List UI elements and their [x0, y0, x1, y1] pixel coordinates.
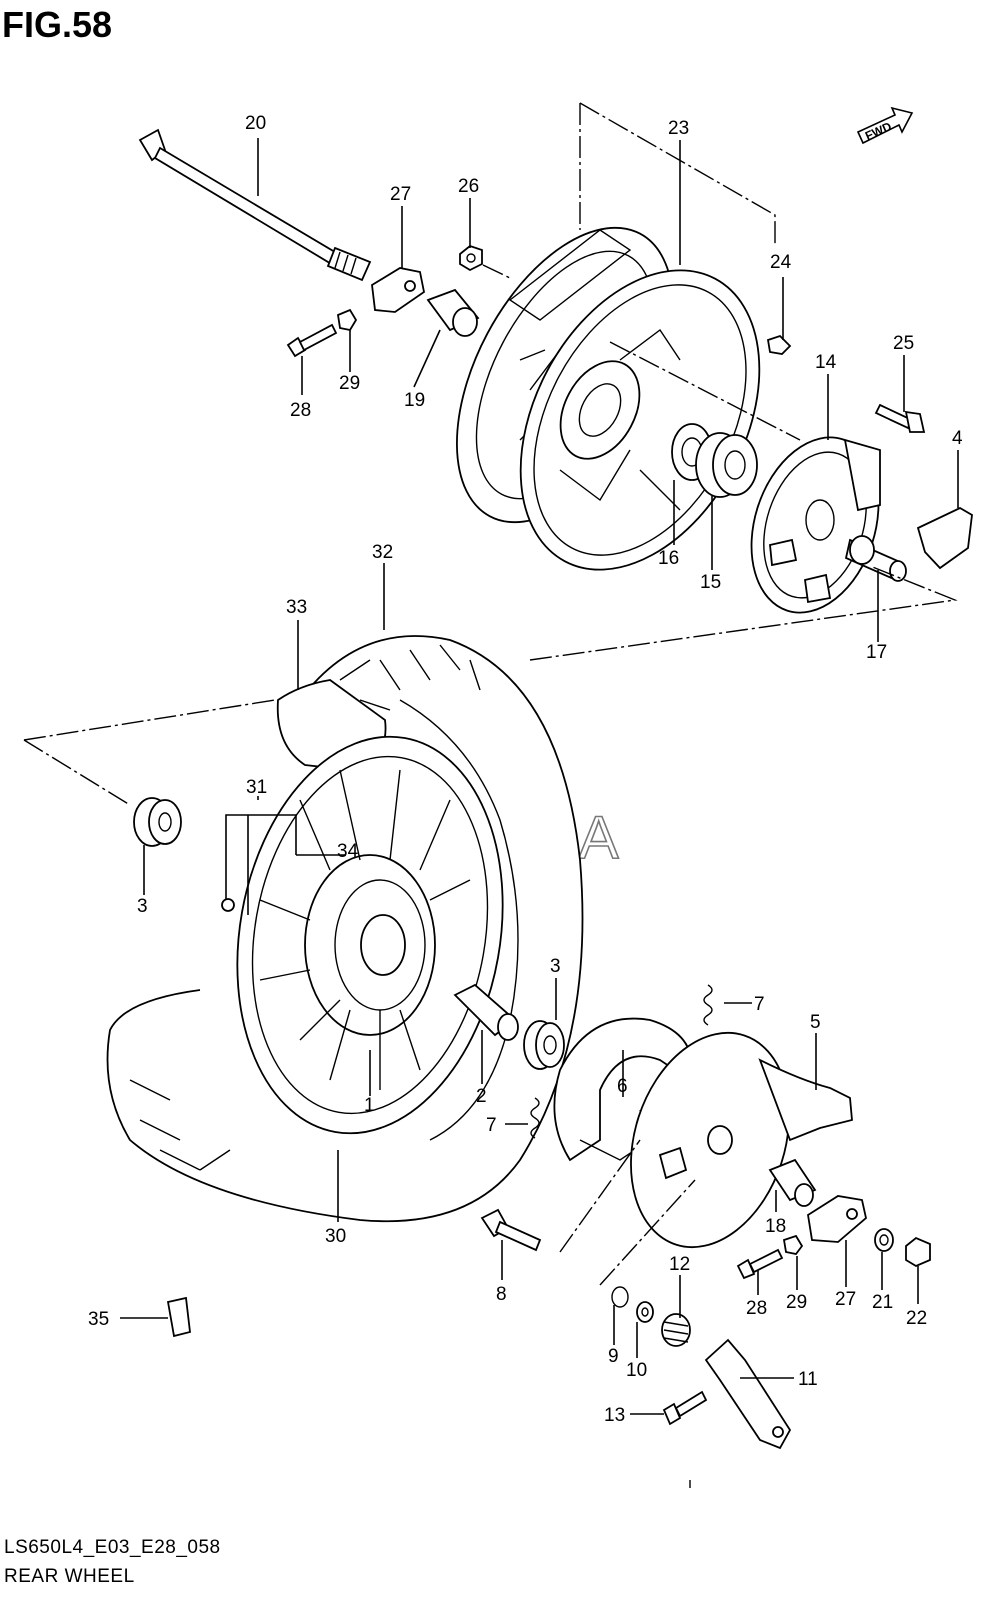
callout-leaders: [120, 138, 959, 1415]
callout-10: 10: [626, 1360, 647, 1381]
callout-28: 28: [290, 400, 311, 421]
callout-16: 16: [658, 548, 679, 569]
callout-27-lower: 27: [835, 1289, 856, 1310]
part-8-brake-cam: [480, 1208, 542, 1252]
part-3-bearing-left: [133, 797, 182, 847]
part-28-bolt: [286, 323, 338, 358]
callout-15: 15: [700, 572, 721, 593]
part-13-bolt: [662, 1390, 708, 1426]
part-2-spacer: [453, 983, 519, 1041]
callout-31: 31: [246, 777, 267, 798]
part-27-chain-adjuster: [371, 267, 425, 313]
part-3-bearing-right: [523, 1020, 565, 1070]
callout-13: 13: [604, 1405, 625, 1426]
callout-3-right: 3: [550, 956, 561, 977]
assembly-lines: [23, 102, 958, 1488]
part-20-axle: [138, 128, 372, 282]
callout-14: 14: [815, 352, 837, 373]
callout-28-lower: 28: [746, 1298, 767, 1319]
callout-4: 4: [952, 428, 963, 449]
callout-8: 8: [496, 1284, 507, 1305]
part-15-bearing: [695, 432, 758, 498]
callout-18: 18: [765, 1216, 786, 1237]
part-21-washer: [874, 1228, 894, 1252]
part-24-bolt: [766, 334, 792, 355]
part-27-chain-adjuster-lower: [807, 1195, 867, 1243]
callout-29-lower: 29: [786, 1292, 807, 1313]
fwd-arrow-icon: FWD: [856, 106, 914, 145]
callout-6: 6: [617, 1076, 628, 1097]
part-28-bolt-lower: [736, 1248, 784, 1280]
part-4-cushion: [916, 506, 973, 570]
fwd-label: FWD: [863, 119, 894, 143]
part-10-washer: [636, 1301, 654, 1323]
callout-7-lower: 7: [486, 1115, 497, 1136]
callout-27: 27: [390, 184, 411, 205]
part-22-nut: [905, 1236, 931, 1268]
callout-29: 29: [339, 373, 360, 394]
callout-30: 30: [325, 1226, 346, 1247]
callout-1: 1: [364, 1095, 375, 1116]
callout-21: 21: [872, 1292, 893, 1313]
part-14-mounting-drum: [750, 436, 881, 614]
callout-26: 26: [458, 176, 479, 197]
callout-2: 2: [476, 1086, 487, 1107]
callout-17: 17: [866, 642, 887, 663]
part-11-cam-lever: [704, 1338, 792, 1450]
part-12-spring: [661, 1313, 691, 1347]
callout-7-upper: 7: [754, 994, 765, 1015]
callout-5: 5: [810, 1012, 821, 1033]
part-7-spring-upper: [703, 984, 713, 1026]
part-35-valve-cap: [166, 1296, 191, 1338]
part-9-o-ring: [611, 1286, 629, 1308]
callout-labels: 20 23 24 27 26 28 29 19 14 25 4 16 15 17…: [88, 113, 963, 1426]
part-34-nipple: [221, 898, 235, 912]
part-29-nut-lower: [782, 1234, 804, 1255]
callout-3-left: 3: [137, 896, 148, 917]
callout-24: 24: [770, 252, 792, 273]
part-19-spacer: [426, 288, 480, 337]
part-18-spacer: [768, 1158, 817, 1207]
part-29-nut: [337, 308, 358, 332]
callout-34: 34: [337, 841, 359, 862]
callout-12: 12: [669, 1254, 690, 1275]
callout-33: 33: [286, 597, 307, 618]
part-1-rim-spokes: [236, 735, 504, 1135]
callout-20: 20: [245, 113, 266, 134]
callout-22: 22: [906, 1308, 927, 1329]
part-5-brake-panel: [630, 1031, 853, 1249]
callout-11: 11: [798, 1369, 818, 1390]
callout-25: 25: [893, 333, 914, 354]
figure-title: FIG.58: [2, 4, 113, 45]
part-17-collar: [844, 535, 907, 582]
figure-name: REAR WHEEL: [4, 1566, 135, 1587]
part-26-nut: [459, 244, 483, 272]
callout-23: 23: [668, 118, 689, 139]
part-7-spring-lower: [530, 1097, 540, 1139]
callout-35: 35: [88, 1309, 109, 1330]
callout-19: 19: [404, 390, 425, 411]
callout-9: 9: [608, 1346, 619, 1367]
callout-32: 32: [372, 542, 393, 563]
part-25-bolt: [874, 403, 926, 433]
figure-code: LS650L4_E03_E28_058: [4, 1537, 221, 1558]
